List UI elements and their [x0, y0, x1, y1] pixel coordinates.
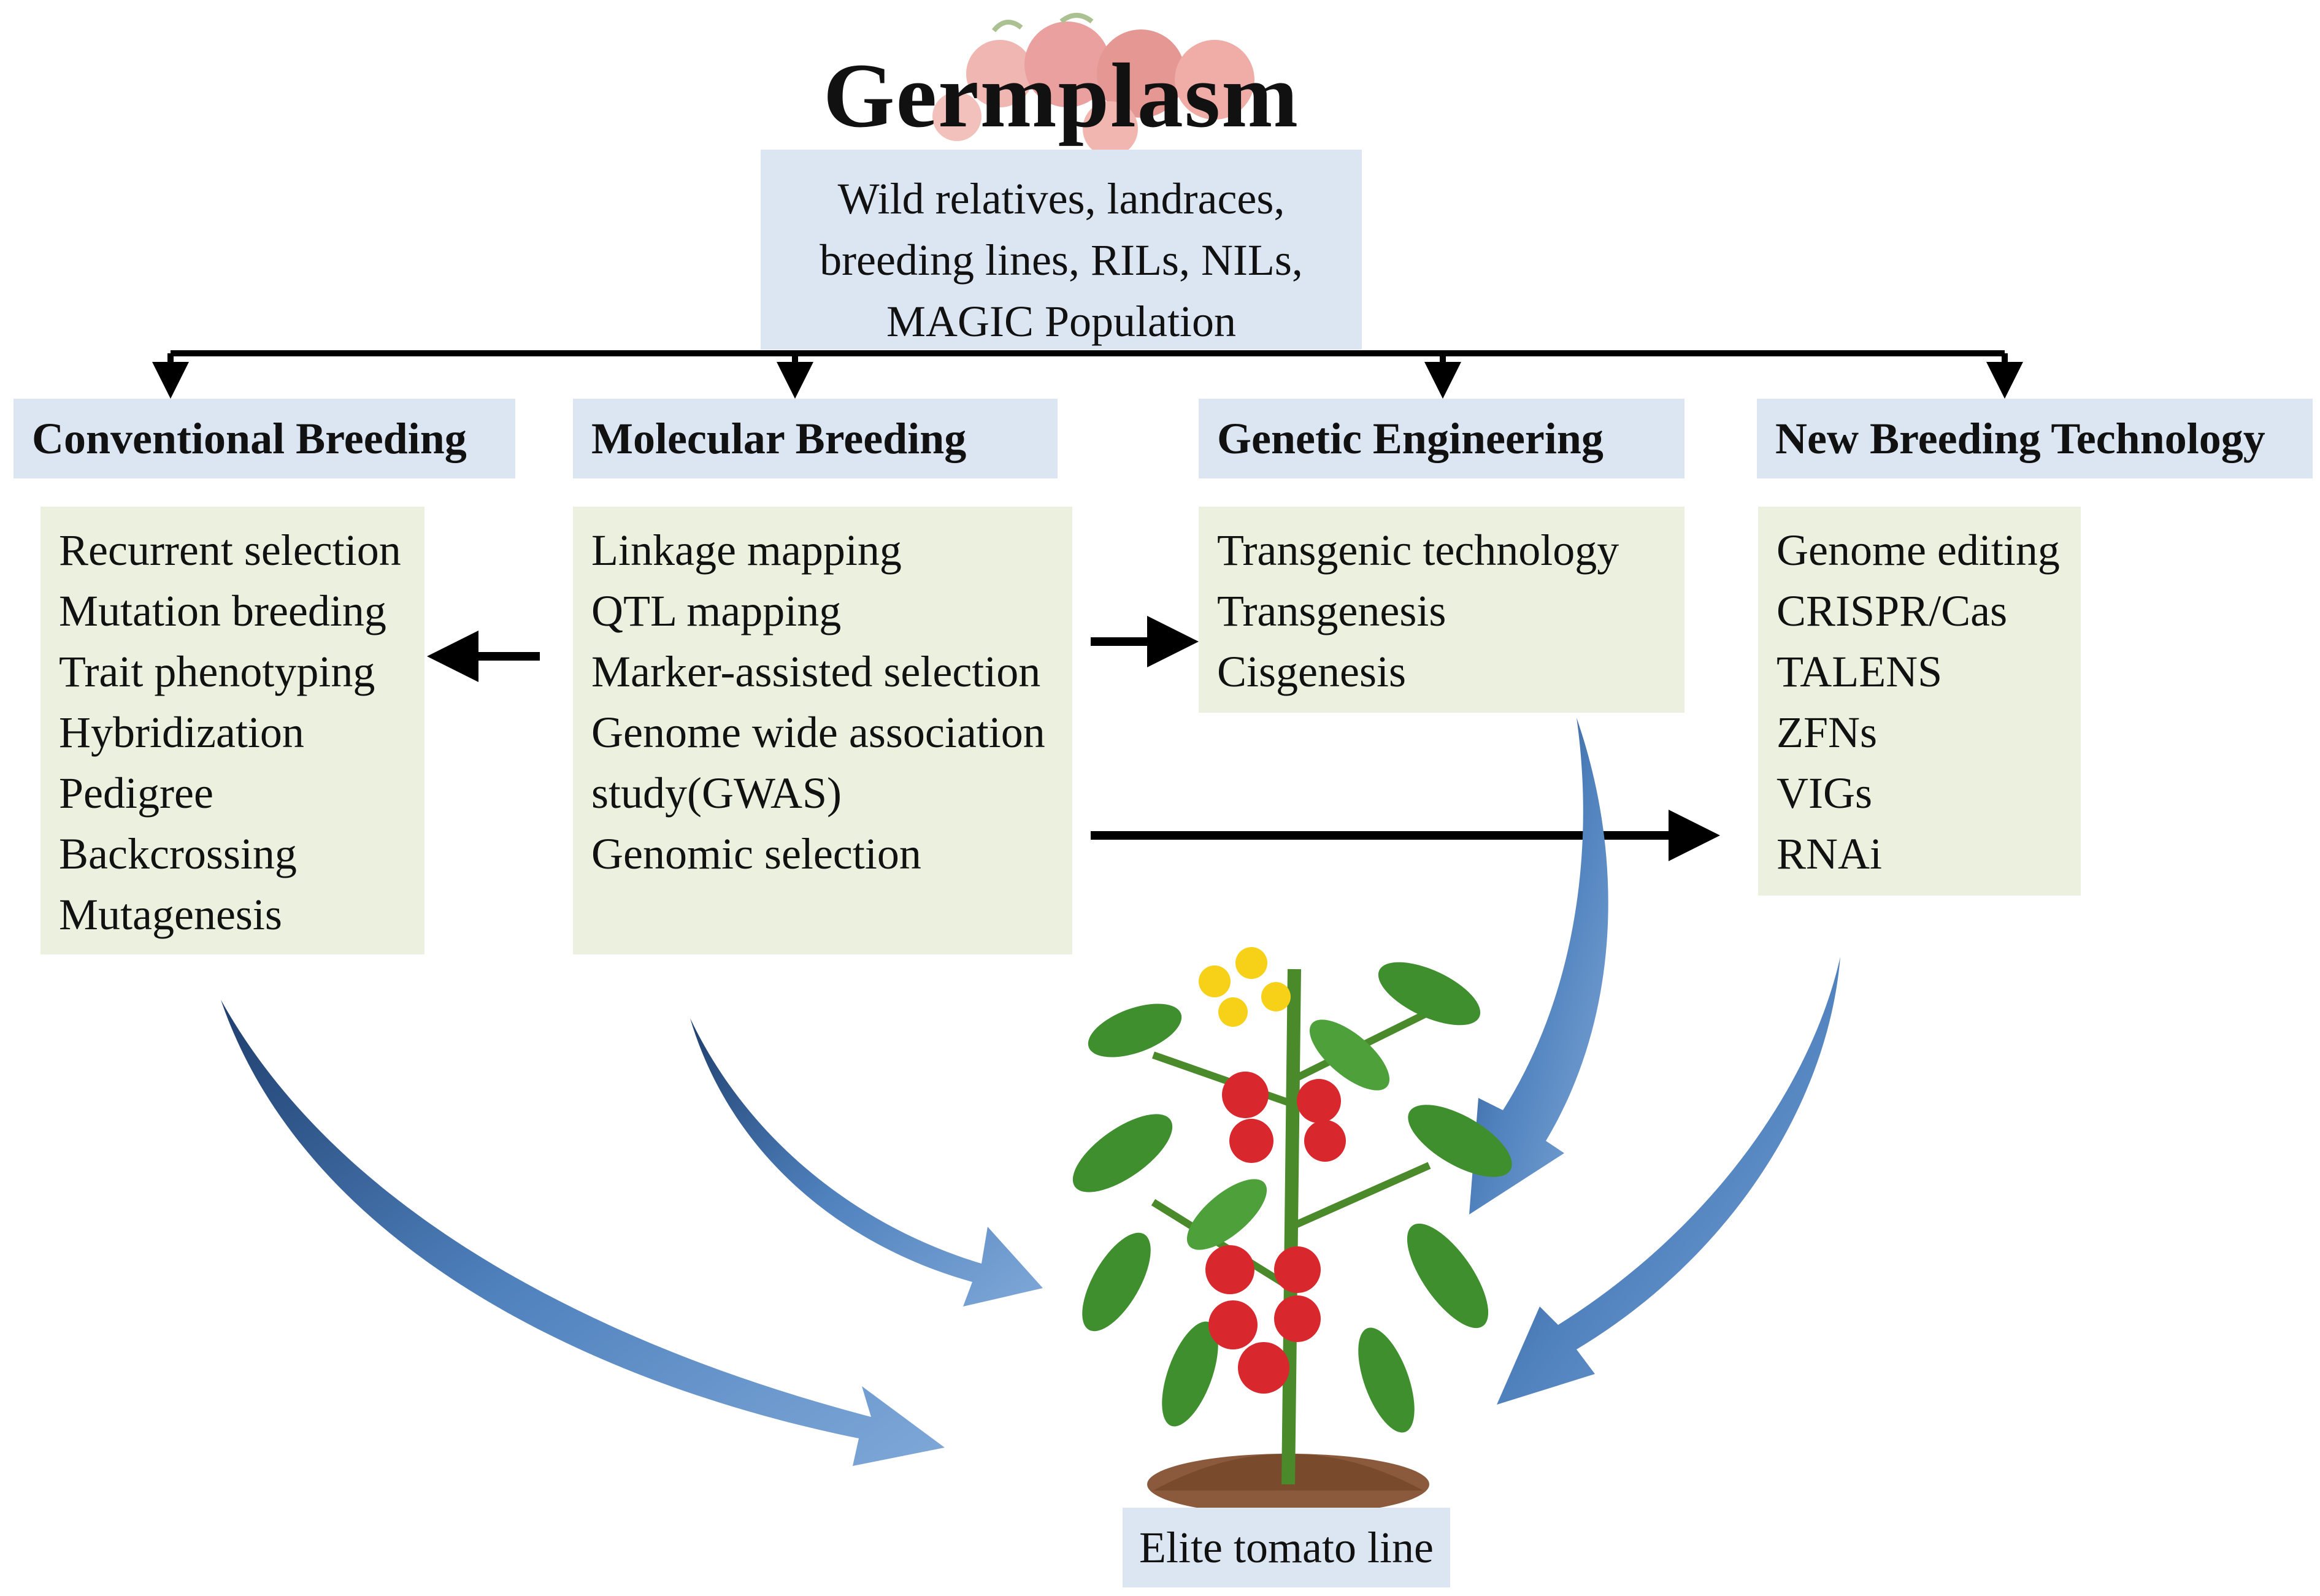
source-line: MAGIC Population [886, 297, 1237, 346]
list-item: Trait phenotyping [59, 647, 375, 696]
list-item: Hybridization [59, 708, 304, 757]
list-item: Mutagenesis [59, 890, 282, 939]
curved-arrow-icon [690, 1018, 1043, 1306]
source-line: Wild relatives, landraces, [837, 174, 1285, 223]
curved-arrow-icon [221, 1000, 945, 1466]
list-genetic-engineering: Transgenic technology Transgenesis Cisge… [1199, 507, 1684, 713]
list-item: RNAi [1776, 829, 1883, 878]
list-item: QTL mapping [591, 586, 842, 635]
category-header-conventional: Conventional Breeding [13, 399, 515, 478]
list-item: Recurrent selection [59, 526, 401, 575]
list-item: Mutation breeding [59, 586, 386, 635]
list-item: Genome editing [1776, 526, 2060, 575]
list-conventional: Recurrent selection Mutation breeding Tr… [40, 507, 424, 954]
list-item: CRISPR/Cas [1776, 586, 2008, 635]
list-item: study(GWAS) [591, 769, 842, 818]
result-label: Elite tomato line [1123, 1508, 1450, 1587]
source-line: breeding lines, RILs, NILs, [820, 236, 1303, 285]
tomato-plant-icon [1072, 947, 1512, 1515]
list-new-breeding: Genome editing CRISPR/Cas TALENS ZFNs VI… [1758, 507, 2081, 896]
list-item: VIGs [1776, 769, 1872, 818]
tomato-bunch-icon [932, 13, 1254, 156]
list-item: Marker-assisted selection [591, 647, 1041, 696]
diagram-title: Germplasm [823, 45, 1300, 147]
category-header-new-breeding: New Breeding Technology [1757, 399, 2313, 478]
list-item: Transgenic technology [1217, 526, 1619, 575]
list-item: ZFNs [1776, 708, 1878, 757]
category-header-genetic-engineering: Genetic Engineering [1199, 399, 1684, 478]
list-molecular: Linkage mapping QTL mapping Marker-assis… [573, 507, 1072, 954]
list-item: Transgenesis [1217, 586, 1446, 635]
list-item: Genome wide association [591, 708, 1045, 757]
list-item: Genomic selection [591, 829, 921, 878]
curved-arrow-icon [1497, 957, 1840, 1405]
category-header-molecular: Molecular Breeding [573, 399, 1058, 478]
list-item: Pedigree [59, 769, 213, 818]
list-item: Backcrossing [59, 829, 297, 878]
list-item: Linkage mapping [591, 526, 902, 575]
list-item: TALENS [1776, 647, 1943, 696]
list-item: Cisgenesis [1217, 647, 1407, 696]
germplasm-source-box: Wild relatives, landraces, breeding line… [761, 150, 1362, 350]
